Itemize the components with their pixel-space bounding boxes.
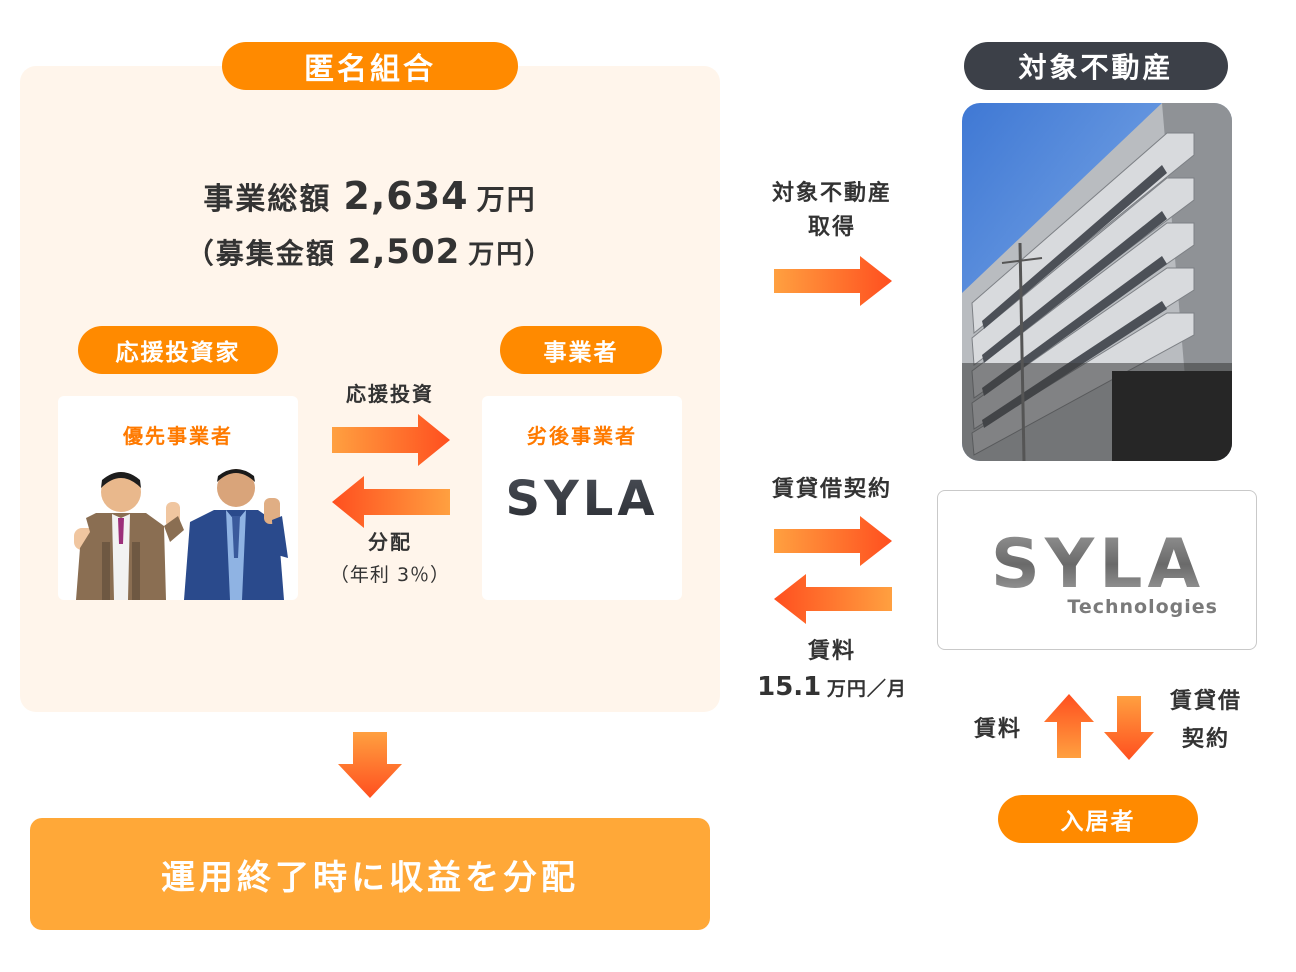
total-label: 事業総額 — [203, 182, 332, 217]
fund-title-badge: 匿名組合 — [222, 42, 518, 90]
syla-tech-logo-sub: Technologies — [1067, 596, 1218, 618]
distribution-rate: （年利 3％） — [329, 564, 451, 586]
result-arrow-down-icon — [338, 732, 402, 798]
distribution-label: 分配 — [368, 530, 412, 554]
raise-value: 2,502 — [347, 232, 461, 272]
tenant-badge: 入居者 — [998, 795, 1198, 843]
raise-close: ） — [524, 237, 555, 270]
investment-label: 応援投資 — [346, 382, 434, 406]
total-value: 2,634 — [343, 174, 469, 218]
supporter-card-title: 優先事業者 — [123, 424, 233, 448]
raise-label: 募集金額 — [215, 237, 336, 270]
raise-open: （ — [185, 237, 216, 270]
syla-tech-logo-text: SYLA — [991, 525, 1205, 604]
fund-panel — [20, 66, 720, 712]
acquisition-label-line2: 取得 — [807, 215, 856, 240]
property-photo — [962, 103, 1232, 461]
supporter-person-1 — [74, 472, 184, 600]
lease-contract-label: 賃貸借契約 — [771, 477, 892, 502]
tenant-badge-label: 入居者 — [1060, 809, 1136, 835]
result-text: 運用終了時に収益を分配 — [161, 857, 579, 898]
raise-unit: 万円 — [468, 240, 525, 270]
rent-amount: 15.1 万円／月 — [742, 672, 922, 702]
tenant-rent-arrow-up-icon — [1044, 694, 1094, 758]
syla-logo: SYLA — [505, 471, 658, 527]
operator-badge: 事業者 — [500, 326, 662, 374]
lease-arrow-right-icon — [774, 516, 892, 566]
supporter-person-2 — [184, 469, 288, 600]
fund-title: 匿名組合 — [304, 52, 436, 87]
acquisition-label-line1: 対象不動産 — [771, 181, 892, 206]
property-badge: 対象不動産 — [964, 42, 1228, 90]
supporter-badge-label: 応援投資家 — [115, 340, 241, 366]
operator-card-title: 劣後事業者 — [527, 424, 637, 448]
supporter-badge: 応援投資家 — [78, 326, 278, 374]
result-box: 運用終了時に収益を分配 — [30, 818, 710, 930]
tenant-lease-arrow-down-icon — [1104, 696, 1154, 760]
rent-unit: 万円／月 — [826, 678, 907, 700]
syla-technologies-logo: SYLA Technologies — [991, 525, 1218, 618]
property-title: 対象不動産 — [1018, 51, 1174, 84]
investment-arrow-right-icon — [332, 414, 450, 466]
rent-value: 15.1 — [757, 672, 822, 702]
syla-logo-text: SYLA — [505, 471, 658, 527]
operator-badge-label: 事業者 — [543, 340, 619, 366]
rent-label: 賃料 — [807, 639, 856, 664]
total-amount-line: 事業総額 2,634 万円 — [20, 174, 720, 218]
total-unit: 万円 — [476, 183, 537, 216]
distribution-arrow-left-icon — [332, 476, 450, 528]
tenant-rent-label: 賃料 — [973, 717, 1022, 742]
syla-technologies-card: SYLA Technologies — [937, 490, 1257, 650]
raise-amount-line: （ 募集金額 2,502 万円 ） — [20, 232, 720, 272]
tenant-lease-label-line1: 賃貸借 — [1169, 689, 1242, 714]
tenant-lease-label-line2: 契約 — [1181, 727, 1230, 752]
operator-card: 劣後事業者 SYLA — [482, 396, 682, 600]
rent-arrow-left-icon — [774, 574, 892, 624]
acquisition-arrow-right-icon — [774, 256, 892, 306]
supporter-card: 優先事業者 — [58, 396, 298, 600]
supporters-photo — [74, 469, 288, 600]
